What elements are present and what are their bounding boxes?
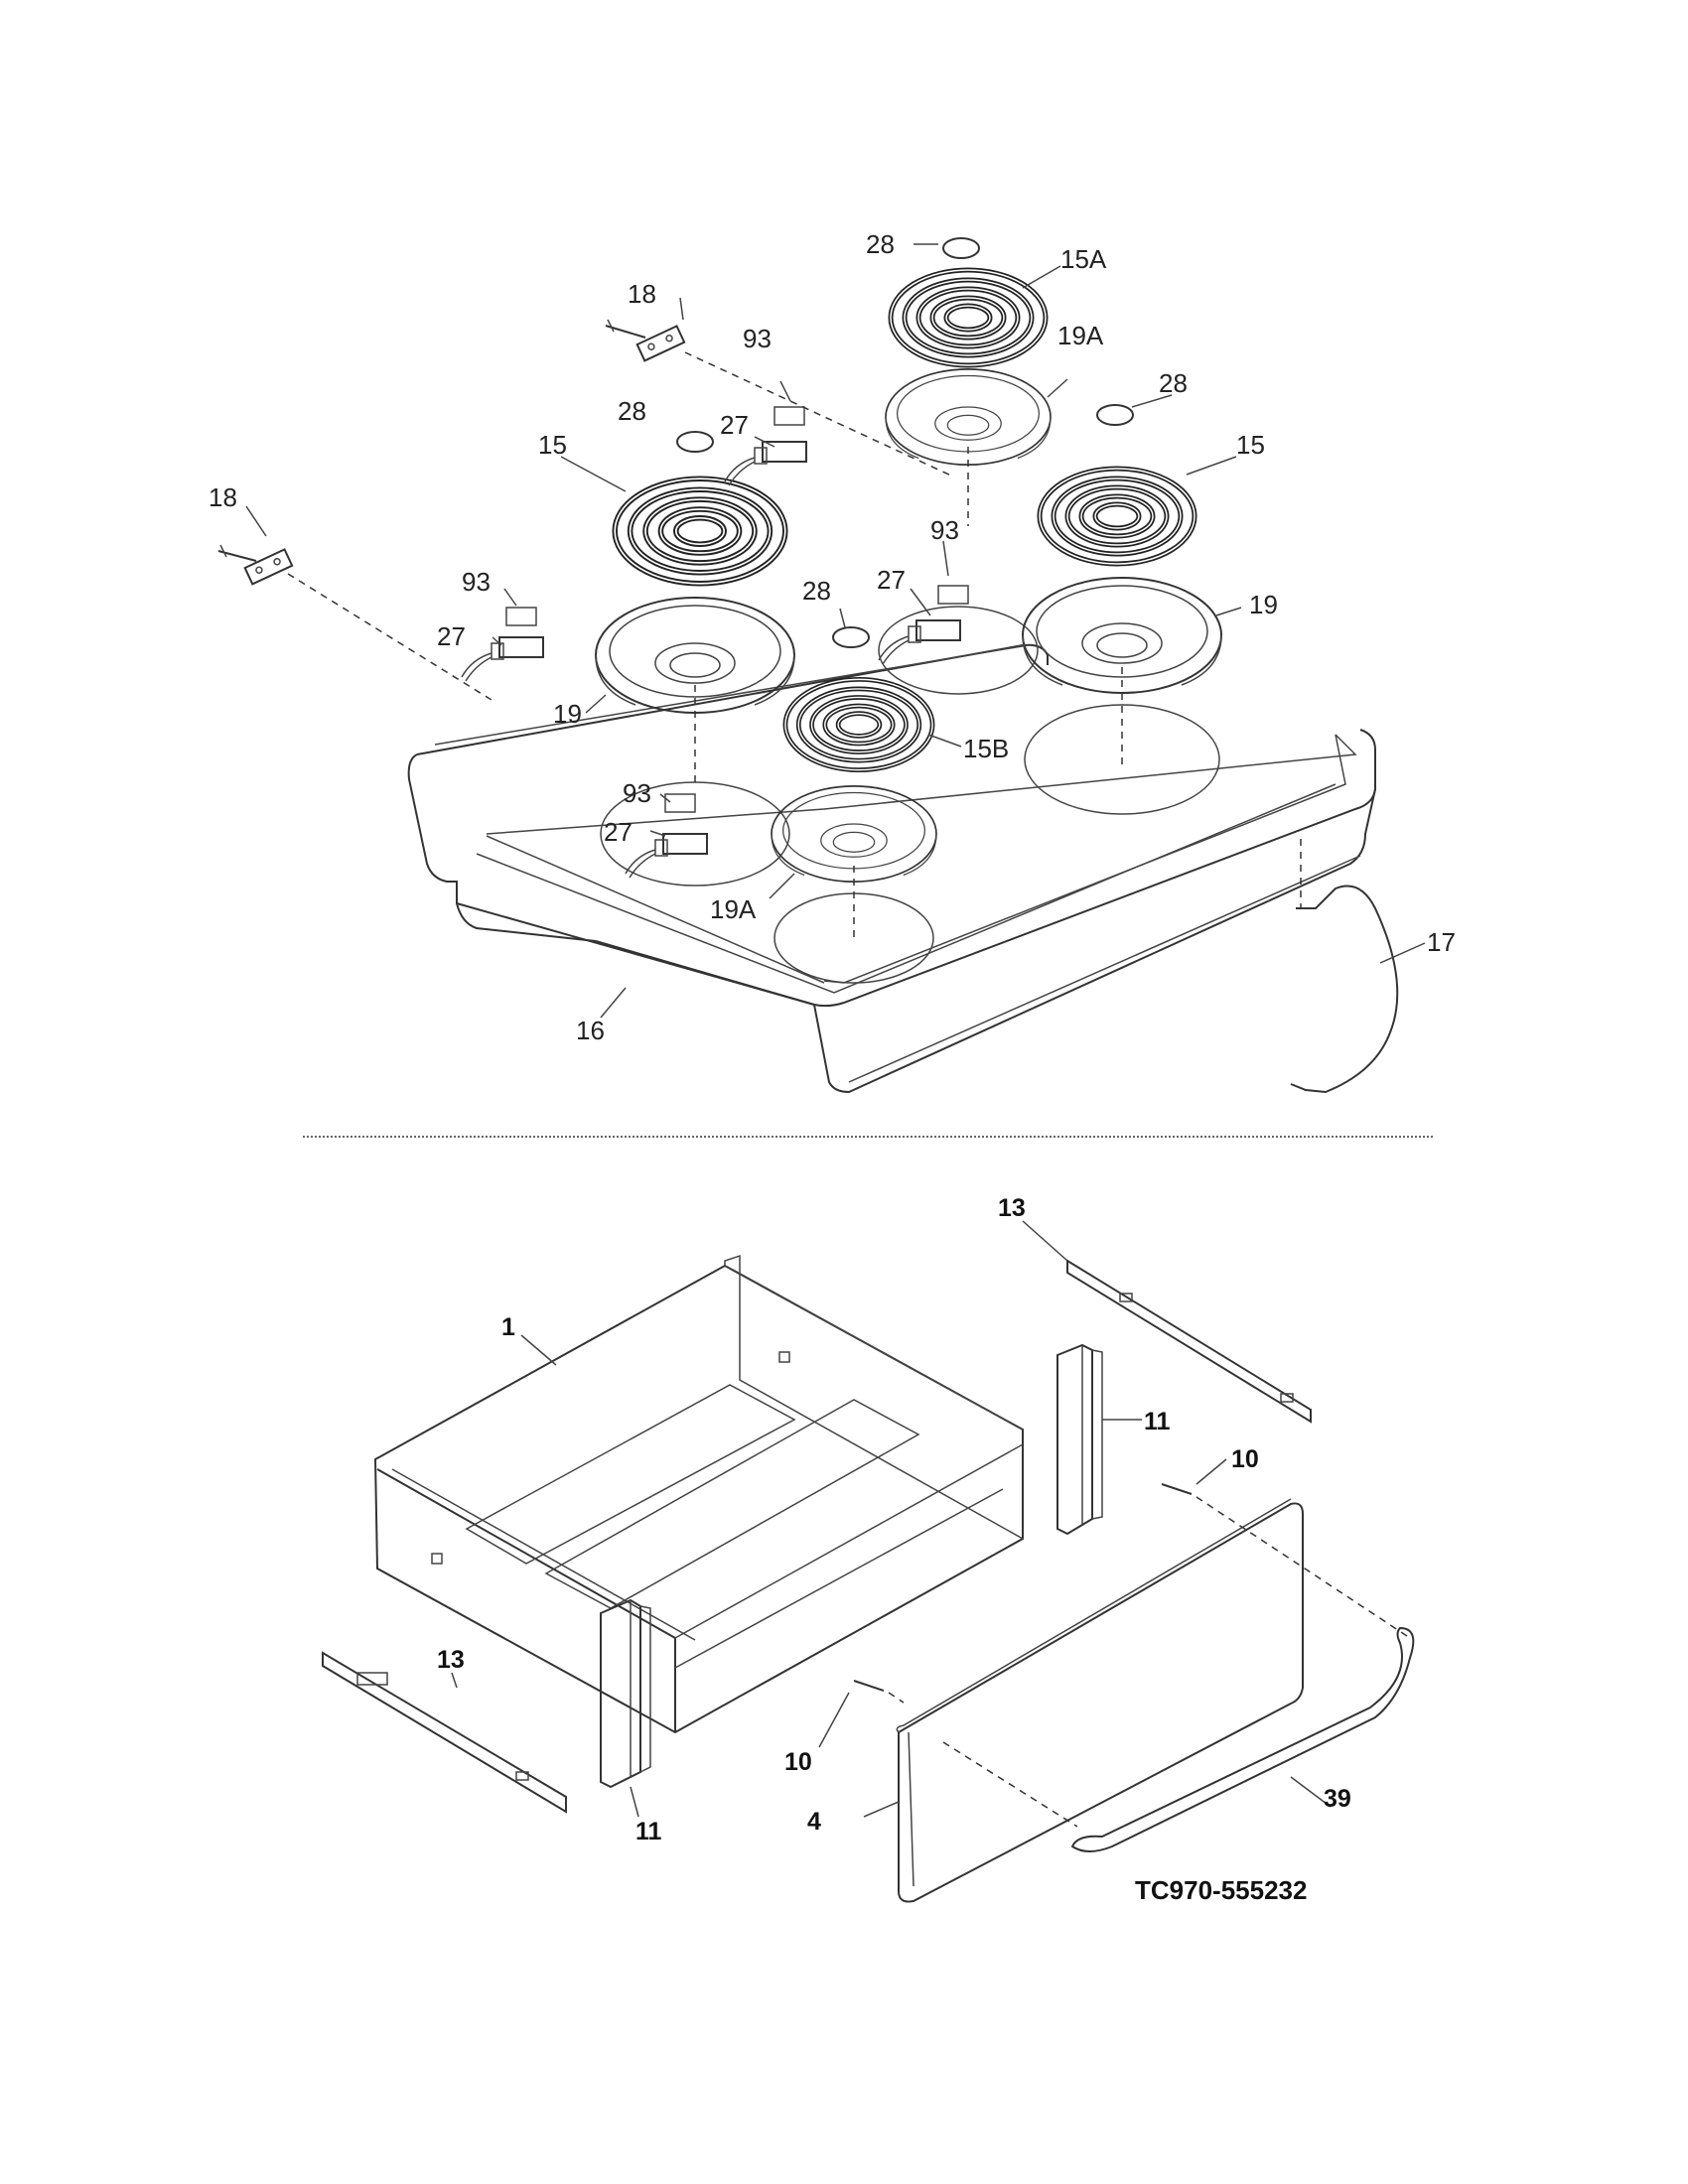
surface-element-15-left (615, 478, 785, 584)
callout-13: 13 (998, 1194, 1026, 1222)
callout-15B: 15B (963, 734, 1009, 763)
callout-27: 27 (604, 817, 633, 847)
callout-10: 10 (784, 1748, 812, 1776)
cap-28-top (942, 237, 980, 259)
callout-16: 16 (576, 1016, 605, 1045)
receptacle-27-left (461, 636, 544, 682)
side-rail-11-right (1056, 1343, 1103, 1536)
block-93-left (505, 607, 537, 626)
callout-93: 93 (930, 515, 959, 545)
callout-27: 27 (437, 621, 466, 651)
drip-bowl-19-right (1022, 577, 1222, 694)
block-93-front (664, 793, 696, 813)
cooktop-exploded-view (217, 237, 1399, 1094)
callout-10: 10 (1231, 1445, 1259, 1473)
cooktop-callouts: 28 15A 18 93 19A 28 28 27 15 15 18 93 93… (209, 229, 1456, 1045)
main-top-16 (407, 606, 1376, 1094)
callout-28: 28 (1159, 368, 1188, 398)
callout-1: 1 (501, 1313, 515, 1341)
callout-4: 4 (807, 1808, 821, 1836)
callout-15: 15 (538, 430, 567, 460)
drawer-slide-13-top (1066, 1259, 1312, 1424)
callout-11: 11 (1144, 1408, 1171, 1435)
cap-28-left (676, 431, 714, 453)
side-rail-11-left (600, 1598, 651, 1789)
block-93-top (774, 406, 805, 426)
callout-19A: 19A (1057, 321, 1104, 350)
cooktop-leader-lines (245, 243, 1426, 1019)
drawer-body-1 (373, 1254, 1024, 1734)
callout-15: 15 (1236, 430, 1265, 460)
callout-93: 93 (462, 567, 491, 597)
callout-19: 19 (553, 699, 582, 729)
callout-27: 27 (720, 410, 749, 440)
callout-15A: 15A (1060, 244, 1107, 274)
surface-element-15-right (1040, 469, 1195, 564)
bracket-18-left (217, 544, 294, 586)
callout-39: 39 (1324, 1785, 1351, 1813)
drawer-callouts: 13 1 11 10 13 10 11 39 4 (437, 1194, 1351, 1845)
callout-19: 19 (1249, 590, 1278, 619)
callout-18: 18 (209, 482, 237, 512)
drawer-exploded-view (322, 1254, 1415, 1903)
surface-element-15B (785, 679, 932, 769)
screw-10-right (1161, 1483, 1193, 1495)
callout-28: 28 (618, 396, 646, 426)
drawer-handle-39 (1070, 1626, 1415, 1852)
drawer-leader-lines (451, 1220, 1332, 1818)
screw-10-left (853, 1680, 885, 1692)
block-93-mid (937, 585, 969, 605)
callout-93: 93 (623, 778, 651, 808)
oven-rack-rod-17 (1290, 885, 1399, 1094)
cap-28-center (832, 626, 870, 648)
drawer-front-4 (896, 1498, 1304, 1903)
drawer-slide-13-left (322, 1651, 567, 1814)
surface-element-15A (891, 270, 1046, 365)
receptacle-27-front (625, 833, 708, 879)
cap-28-right (1096, 404, 1134, 426)
callout-19A: 19A (710, 894, 757, 924)
callout-17: 17 (1427, 927, 1456, 957)
receptacle-27-top (724, 441, 807, 486)
drip-bowl-19-left (595, 597, 795, 714)
callout-18: 18 (628, 279, 656, 309)
callout-13: 13 (437, 1646, 465, 1674)
callout-28: 28 (802, 576, 831, 606)
callout-11: 11 (635, 1818, 662, 1845)
drawing-code: TC970-555232 (1135, 1875, 1307, 1905)
callout-93: 93 (743, 324, 772, 353)
bracket-18-top (605, 319, 686, 362)
callout-28: 28 (866, 229, 895, 259)
callout-27: 27 (877, 565, 906, 595)
